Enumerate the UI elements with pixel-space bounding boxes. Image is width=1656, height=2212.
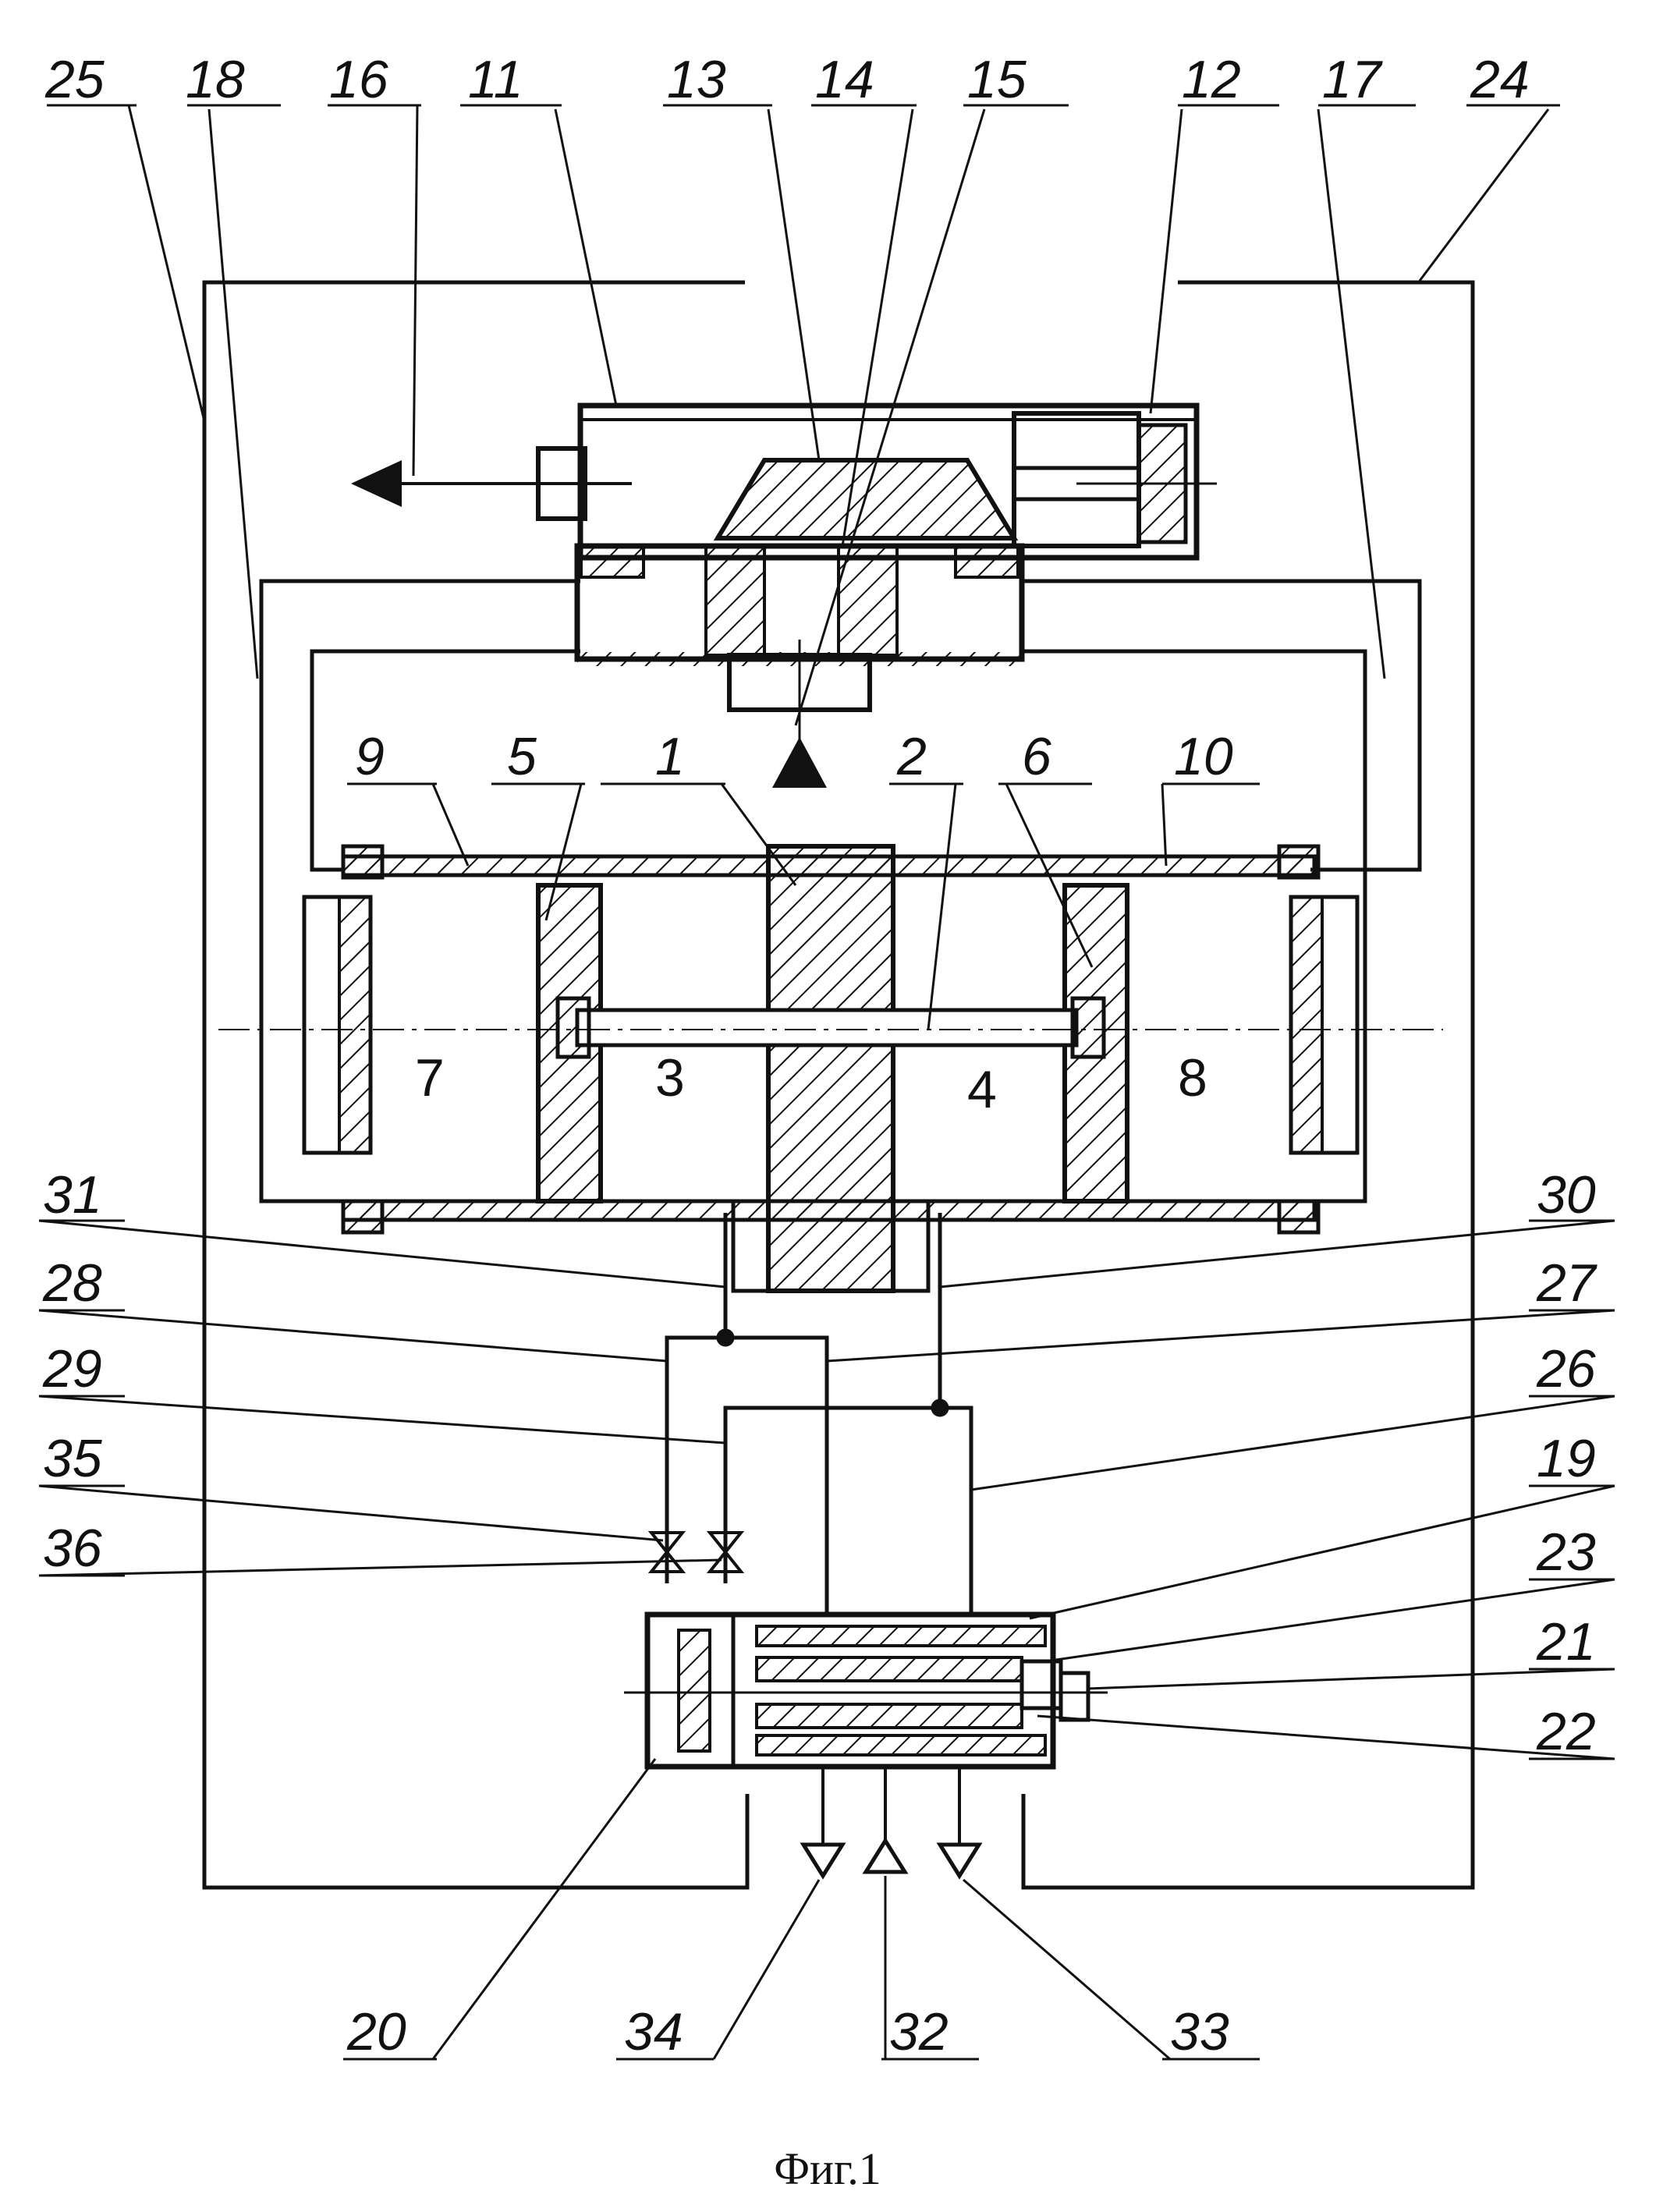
callout-label: 31 [43, 1165, 102, 1225]
callout-label: 29 [42, 1339, 102, 1398]
callout-label: 12 [1182, 50, 1241, 109]
outlet-arrow-icon [351, 460, 402, 507]
callout-label: 16 [329, 50, 388, 109]
callout-label: 21 [1536, 1612, 1596, 1671]
callout-label: 25 [44, 50, 105, 109]
callout-label: 18 [186, 50, 245, 109]
callout-label: 11 [468, 50, 523, 109]
figure-caption: Фиг.1 [774, 2143, 881, 2194]
chamber-label: 3 [655, 1048, 685, 1108]
callout-label: 22 [1536, 1702, 1596, 1761]
callout-label: 34 [624, 2002, 683, 2061]
callout-label: 10 [1174, 727, 1233, 786]
callout-label: 36 [43, 1519, 102, 1578]
valve-seat-body [577, 546, 1022, 788]
callout-label: 32 [889, 2002, 949, 2061]
callout-label: 6 [1022, 727, 1051, 786]
callout-label: 9 [355, 727, 385, 786]
callout-label: 23 [1536, 1523, 1596, 1582]
callout-label: 17 [1322, 50, 1383, 109]
callout-label: 1 [655, 727, 685, 786]
pipe-18 [261, 581, 580, 1201]
chamber-label: 4 [967, 1060, 997, 1119]
callout-label: 20 [346, 2002, 406, 2061]
callout-label: 27 [1536, 1253, 1597, 1313]
cylinder-body [218, 846, 1443, 1291]
callout-label: 14 [815, 50, 874, 109]
drain-34-icon [803, 1845, 842, 1876]
control-valve [624, 1615, 1108, 1876]
callout-label: 2 [896, 727, 927, 786]
callout-label: 28 [42, 1253, 102, 1313]
callout-label: 5 [507, 727, 537, 786]
callout-label: 15 [967, 50, 1027, 109]
supply-32-icon [866, 1841, 905, 1872]
chamber-label: 8 [1178, 1048, 1207, 1108]
inlet-arrow-icon [772, 737, 827, 788]
callout-label: 33 [1170, 2002, 1229, 2061]
chamber-label: 7 [415, 1048, 445, 1108]
drain-33-icon [940, 1845, 979, 1876]
callout-label: 24 [1470, 50, 1530, 109]
callout-label: 13 [667, 50, 726, 109]
callout-label: 26 [1536, 1339, 1596, 1398]
distributor-valve [351, 406, 1217, 558]
callout-label: 35 [43, 1429, 102, 1488]
callout-label: 19 [1537, 1429, 1596, 1488]
callout-label: 30 [1537, 1165, 1596, 1225]
